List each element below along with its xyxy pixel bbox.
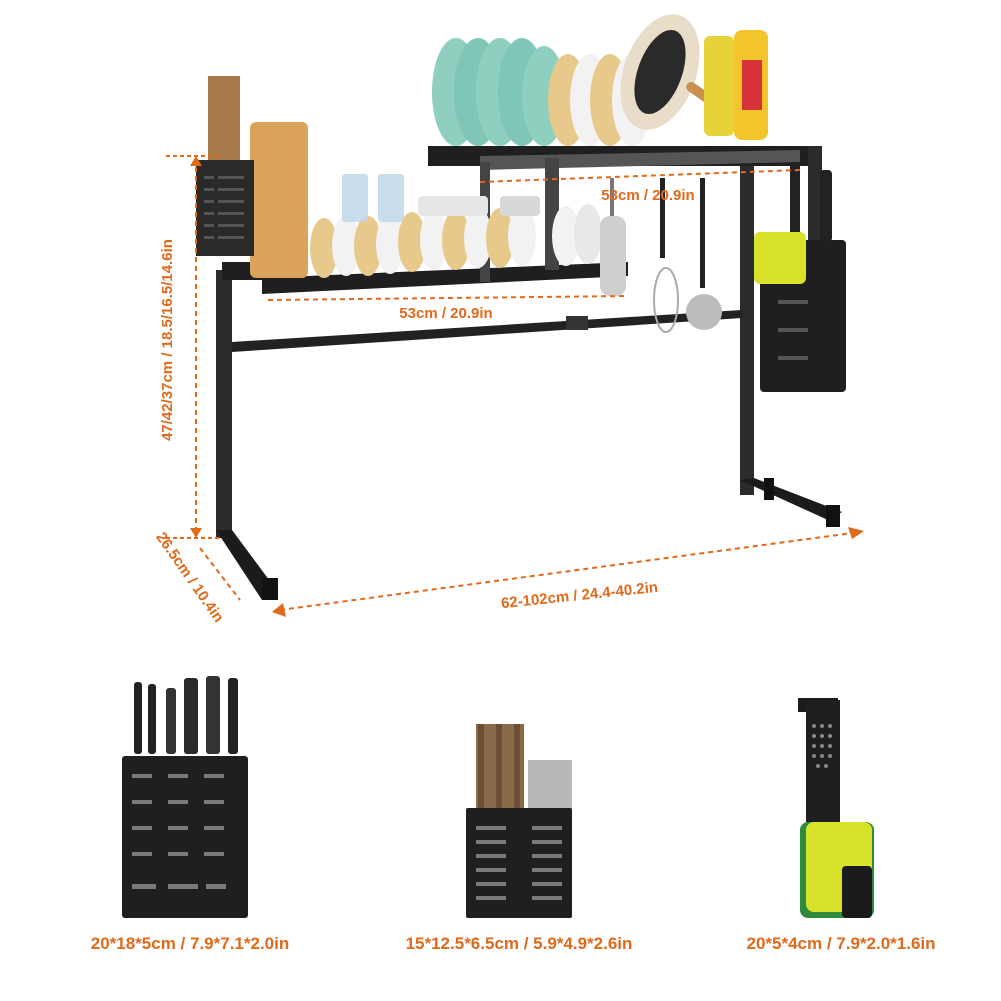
depth-dimension-label: 26.5cm / 10.4in — [152, 529, 227, 626]
width-dimension-label: 62-102cm / 24.4-40.2in — [500, 579, 659, 612]
knife-block-icon — [122, 676, 248, 918]
utensil-holder-caption: 15*12.5*6.5cm / 5.9*4.9*2.6in — [405, 934, 633, 953]
knife-block-caption: 20*18*5cm / 7.9*7.1*2.0in — [90, 934, 290, 953]
rack-utensil-holder — [196, 76, 254, 256]
upper-shelf-dimension-label: 53cm / 20.9in — [601, 187, 694, 204]
sponge-holder-icon — [798, 698, 874, 918]
rack-knife-block — [754, 164, 846, 392]
upper-plates — [432, 14, 768, 146]
lower-bowls — [310, 174, 602, 278]
dimension-arrowheads — [190, 156, 864, 617]
sponge-holder-caption: 20*5*4cm / 7.9*2.0*1.6in — [746, 934, 936, 953]
dish-rack — [196, 14, 846, 600]
hanging-utensils — [600, 178, 722, 333]
cutting-board — [250, 122, 308, 278]
dimension-lines — [166, 155, 861, 611]
lower-shelf-dimension-label: 53cm / 20.9in — [399, 305, 492, 322]
utensil-holder-icon — [466, 724, 572, 918]
height-dimension-label: 47/42/37cm / 18.5/16.5/14.6in — [159, 239, 176, 441]
